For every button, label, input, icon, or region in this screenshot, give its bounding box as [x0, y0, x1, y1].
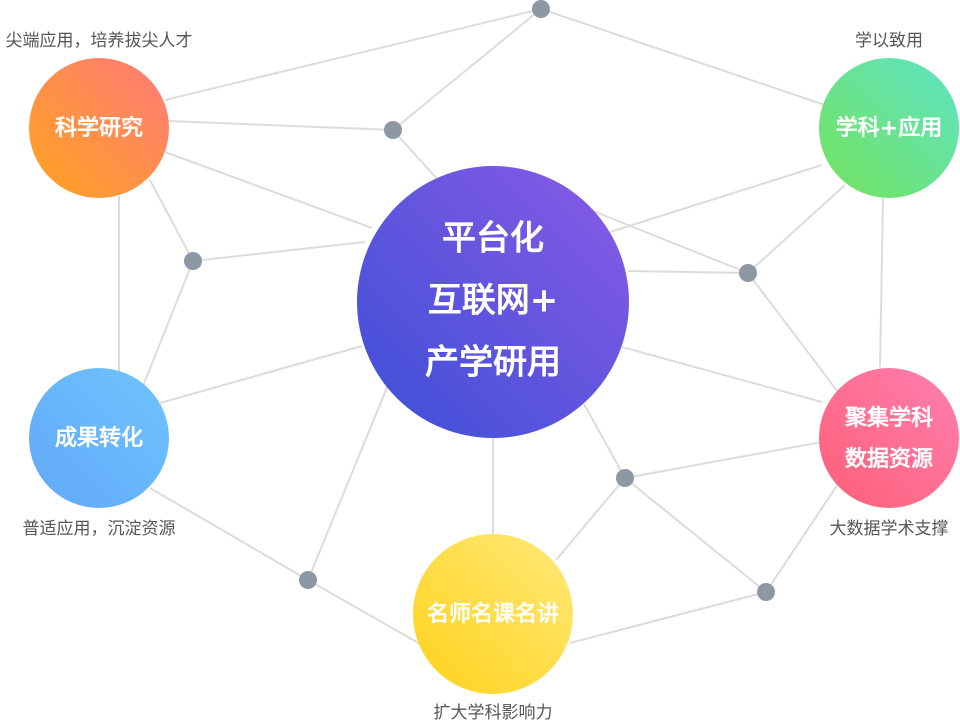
connector-line [582, 206, 749, 274]
center-hub: 平台化 互联网+ 产学研用 [357, 166, 629, 438]
connector-line [192, 241, 366, 262]
connector-line [747, 272, 839, 393]
node-circle [29, 58, 169, 198]
node-caption: 大数据学术支撑 [830, 519, 949, 539]
node-results-transformation: 成果转化 普适应用，沉淀资源 [23, 368, 176, 539]
connector-line [392, 8, 542, 131]
junction-dot [532, 0, 550, 18]
node-caption: 普适应用，沉淀资源 [23, 519, 176, 539]
connector-line [307, 384, 389, 581]
connector-line [879, 197, 884, 368]
connector-line [765, 483, 839, 593]
connector-line [624, 441, 823, 479]
connector-line [627, 270, 749, 274]
junction-dots [184, 0, 775, 601]
node-label: 名师名课名讲 [427, 601, 559, 627]
connector-line [167, 120, 394, 131]
node-science-research: 科学研究 尖端应用，培养拔尖人才 [6, 31, 193, 198]
node-circle [819, 58, 959, 198]
junction-dot [616, 469, 634, 487]
junction-dot [739, 264, 757, 282]
junction-dot [384, 121, 402, 139]
connector-line [624, 477, 767, 593]
connector-line [142, 260, 194, 387]
node-caption: 尖端应用，培养拔尖人才 [6, 31, 193, 51]
node-label-line-2: 数据资源 [845, 446, 933, 472]
connector-line [164, 8, 542, 101]
connector-line [555, 477, 626, 561]
connector-line [164, 151, 373, 229]
node-discipline-application: 学科+应用 学以致用 [819, 31, 959, 198]
connector-line [149, 179, 194, 262]
connector-line [569, 591, 767, 644]
node-circle [819, 368, 959, 508]
node-circle [413, 534, 573, 694]
center-line-1: 平台化 [442, 219, 544, 259]
node-label: 科学研究 [55, 115, 143, 141]
connector-line [540, 8, 826, 106]
center-line-3: 产学研用 [425, 343, 561, 383]
node-circle [29, 368, 169, 508]
connector-line [747, 184, 846, 274]
node-label-line-1: 聚集学科 [844, 405, 933, 431]
connector-lines [118, 8, 884, 646]
node-caption: 扩大学科影响力 [434, 703, 553, 723]
node-caption: 学以致用 [855, 31, 923, 51]
center-line-2: 互联网+ [428, 281, 559, 321]
connector-line [392, 129, 439, 181]
node-famous-teachers: 名师名课名讲 扩大学科影响力 [413, 534, 573, 723]
node-label: 学科+应用 [836, 115, 942, 141]
connector-line [149, 487, 309, 581]
connector-line [159, 345, 363, 404]
junction-dot [184, 252, 202, 270]
connector-line [307, 579, 423, 646]
connector-line [583, 403, 626, 479]
node-discipline-data: 聚集学科 数据资源 大数据学术支撑 [819, 368, 959, 539]
junction-dot [757, 583, 775, 601]
node-label: 成果转化 [55, 425, 143, 451]
connector-line [609, 164, 823, 233]
connector-line [621, 346, 823, 403]
center-circle [357, 166, 629, 438]
junction-dot [299, 571, 317, 589]
